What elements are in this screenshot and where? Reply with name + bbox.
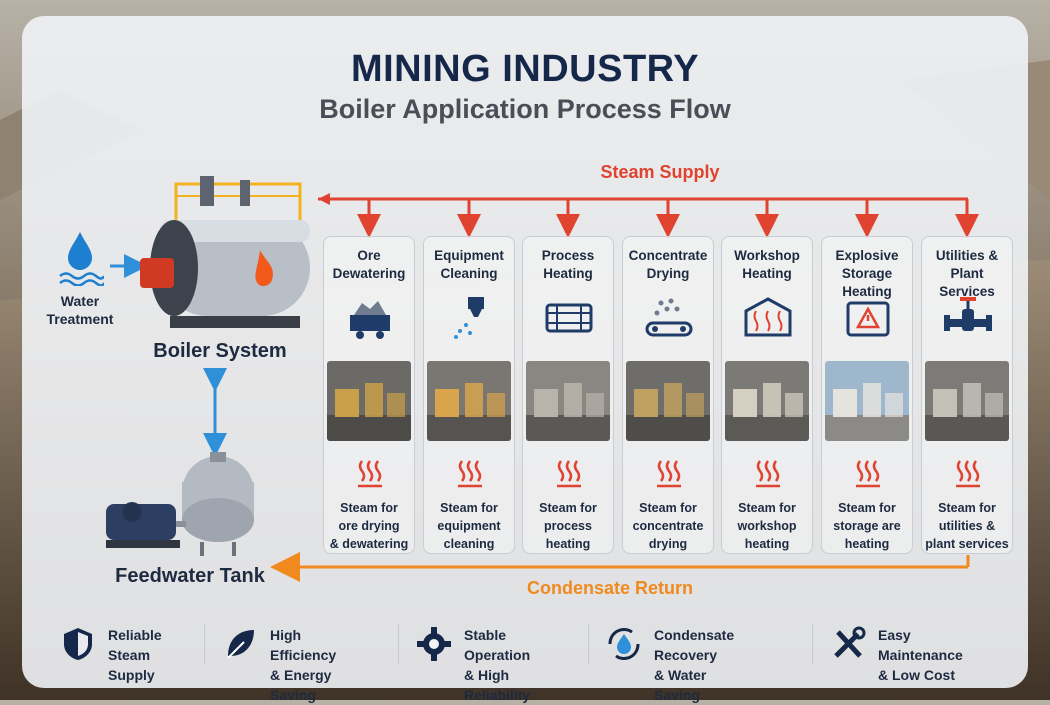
feature-divider [204,624,205,664]
steam-supply-label: Steam Supply [600,162,720,182]
steam-header-arrow [318,193,330,205]
application-description: Steam for equipment cleaning [437,501,501,551]
application-title: Process Heating [541,248,595,281]
tools-icon [834,626,866,658]
application-title: Ore Dewatering [332,248,406,281]
heat-exchanger-icon [545,303,593,333]
feature-bar: Reliable Steam Supply High Efficiency & E… [40,616,1010,703]
application-photo [526,361,610,441]
application-title: Explosive Storage Heating [835,248,899,299]
application-title: Utilities & Plant Services [935,248,999,299]
boiler-illustration [140,176,310,328]
application-photo [925,361,1009,441]
gear-icon [417,627,451,661]
steam-heat-icon [358,460,382,488]
feedwater-tank-illustration [106,452,254,556]
water-drop-icon [59,232,104,286]
steam-heat-icon [956,460,980,488]
feature-divider [588,624,589,664]
steam-heat-icon [856,460,880,488]
steam-heat-icon [557,460,581,488]
application-photo [327,361,411,441]
feature-text: High Efficiency & Energy Saving [270,627,337,703]
feature-divider [812,624,813,664]
feature-text: Easy Maintenance & Low Cost [878,627,963,683]
conveyor-icon [645,298,693,337]
water-treatment-label: Water Treatment [46,293,114,327]
spray-nozzle-icon [454,297,484,339]
feedwater-tank-label: Feedwater Tank [115,565,265,587]
application-title: Equipment Cleaning [434,248,504,281]
application-description: Steam for workshop heating [737,501,797,551]
application-description: Steam for concentrate drying [632,501,704,551]
feature-text: Condensate Recovery & Water Saving [654,627,735,703]
application-title: Workshop Heating [734,248,800,281]
feature-text: Stable Operation & High Reliability [464,627,531,703]
application-description: Steam for storage are heating [833,501,901,551]
application-photo [427,361,511,441]
recycle-drop-icon [608,628,640,660]
application-description: Steam for process heating [539,501,597,551]
explosive-storage-icon [846,301,890,337]
steam-heat-icon [756,460,780,488]
application-description: Steam for utilities & plant services [925,501,1009,551]
diagram-card [22,16,1028,688]
application-title: Concentrate Drying [628,248,708,281]
steam-heat-icon [657,460,681,488]
condensate-return-label: Condensate Return [526,578,694,598]
feature-text: Reliable Steam Supply [108,627,162,683]
workshop-icon [744,297,792,337]
application-photo [626,361,710,441]
leaf-icon [227,630,254,659]
steam-heat-icon [458,460,482,488]
shield-icon [64,628,92,660]
application-photo [825,361,909,441]
application-photo [725,361,809,441]
page-subtitle: Boiler Application Process Flow [319,94,731,124]
ore-cart-icon [350,301,390,339]
valve-icon [944,297,992,331]
application-description: Steam for ore drying & dewatering [329,501,409,551]
boiler-system-label: Boiler System [153,340,287,362]
page-title: MINING INDUSTRY [350,48,700,90]
feature-divider [398,624,399,664]
